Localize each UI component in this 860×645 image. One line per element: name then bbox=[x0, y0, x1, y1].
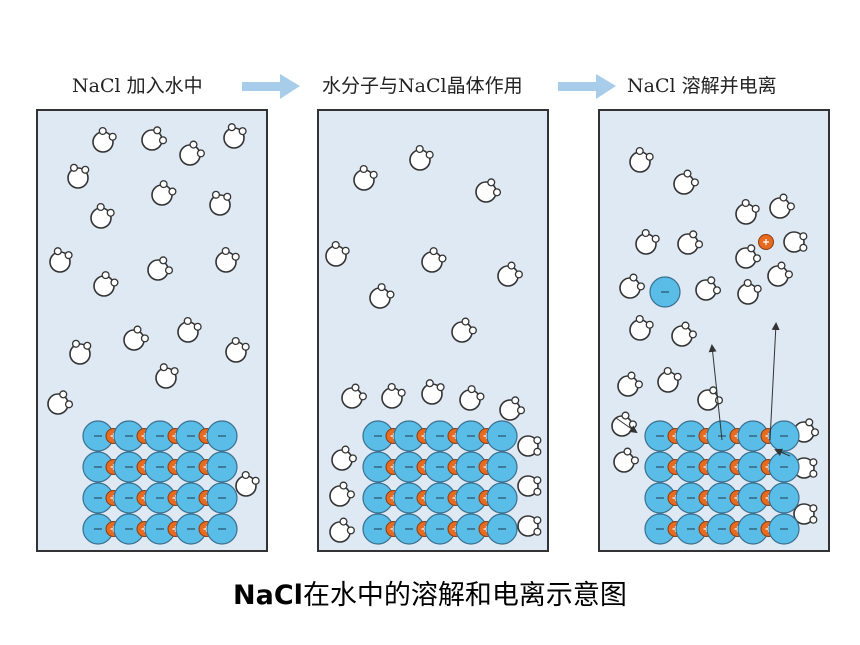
water-molecule-icon bbox=[695, 276, 722, 301]
water-molecule-icon bbox=[421, 379, 445, 405]
flow-arrow-1 bbox=[242, 74, 300, 99]
water-molecule-icon bbox=[697, 386, 724, 411]
caption-formula: NaCl bbox=[233, 580, 303, 611]
water-molecule-icon bbox=[409, 144, 434, 171]
water-molecule-icon bbox=[767, 261, 793, 287]
water-molecule-icon bbox=[369, 283, 395, 309]
chloride-ion-icon bbox=[737, 420, 769, 452]
chloride-ion-icon bbox=[82, 482, 114, 514]
water-molecule-icon bbox=[629, 314, 654, 341]
chloride-ion-icon bbox=[424, 482, 456, 514]
water-molecule-icon bbox=[737, 278, 762, 305]
water-molecule-icon bbox=[325, 240, 350, 267]
water-molecule-icon bbox=[179, 140, 205, 166]
water-molecule-icon bbox=[735, 198, 760, 225]
water-molecule-icon bbox=[677, 230, 704, 255]
water-molecule-icon bbox=[613, 447, 639, 473]
water-molecule-icon bbox=[67, 163, 90, 189]
chloride-ion-icon bbox=[768, 451, 800, 483]
water-molecule-icon bbox=[331, 445, 357, 471]
water-molecule-icon bbox=[611, 411, 637, 437]
water-molecule-icon bbox=[49, 247, 73, 273]
water-molecule-icon bbox=[209, 190, 232, 216]
water-molecule-icon bbox=[783, 231, 808, 253]
water-molecule-icon bbox=[793, 418, 820, 443]
water-molecule-icon bbox=[735, 244, 762, 269]
chloride-ion-icon bbox=[486, 513, 518, 545]
water-molecule-icon bbox=[215, 246, 240, 273]
water-molecule-icon bbox=[793, 503, 818, 525]
water-molecule-icon bbox=[421, 247, 447, 273]
diagram-caption: NaCl在水中的溶解和电离示意图 bbox=[0, 573, 860, 612]
step-label-3: NaCl 溶解并电离 bbox=[627, 75, 777, 97]
particle-layer bbox=[47, 123, 820, 545]
water-molecule-icon bbox=[90, 202, 115, 229]
water-molecule-icon bbox=[517, 475, 542, 497]
chloride-ion-icon bbox=[486, 482, 518, 514]
water-molecule-icon bbox=[657, 366, 682, 393]
movement-arrow bbox=[708, 344, 723, 441]
step-label-2: 水分子与NaCl晶体作用 bbox=[322, 75, 523, 97]
water-molecule-icon bbox=[517, 435, 542, 457]
water-molecule-icon bbox=[499, 396, 526, 421]
sodium-ion-icon bbox=[758, 234, 774, 250]
chloride-ion-icon bbox=[206, 451, 238, 483]
water-molecule-icon bbox=[459, 385, 485, 411]
nacl-dissolution-diagram: NaCl 加入水中 水分子与NaCl晶体作用 NaCl 溶解并电离 bbox=[36, 74, 830, 552]
water-molecule-icon bbox=[517, 515, 542, 537]
chloride-ion-icon bbox=[706, 482, 738, 514]
water-molecule-icon bbox=[671, 321, 697, 347]
chloride-ion-icon bbox=[768, 513, 800, 545]
water-molecule-icon bbox=[475, 178, 502, 203]
water-molecule-icon bbox=[147, 256, 174, 281]
chloride-ion-icon bbox=[206, 482, 238, 514]
chloride-ion-icon bbox=[768, 420, 800, 452]
water-molecule-icon bbox=[635, 228, 660, 255]
water-molecule-icon bbox=[497, 261, 523, 287]
water-molecule-icon bbox=[629, 146, 654, 173]
water-molecule-icon bbox=[341, 383, 367, 409]
water-molecule-icon bbox=[123, 325, 149, 351]
water-molecule-icon bbox=[673, 169, 699, 195]
step-label-1: NaCl 加入水中 bbox=[72, 75, 203, 97]
chloride-ion-icon bbox=[486, 451, 518, 483]
water-molecule-icon bbox=[353, 164, 378, 191]
water-molecule-icon bbox=[69, 339, 92, 365]
chloride-ion-icon bbox=[737, 513, 769, 545]
caption-text: 在水中的溶解和电离示意图 bbox=[302, 580, 627, 611]
movement-arrow bbox=[769, 322, 780, 441]
water-molecule-icon bbox=[155, 363, 179, 389]
water-molecule-icon bbox=[619, 273, 645, 299]
water-molecule-icon bbox=[235, 470, 260, 497]
chloride-ion-icon bbox=[113, 482, 145, 514]
water-molecule-icon bbox=[223, 123, 247, 149]
water-molecule-icon bbox=[141, 126, 168, 151]
chloride-ion-icon bbox=[768, 482, 800, 514]
movement-arrow bbox=[774, 448, 791, 457]
movement-arrow bbox=[615, 417, 638, 434]
chloride-ion-icon bbox=[206, 420, 238, 452]
water-molecule-icon bbox=[329, 481, 355, 507]
chloride-ion-icon bbox=[206, 513, 238, 545]
water-molecule-icon bbox=[617, 371, 643, 397]
flow-arrow-2 bbox=[558, 74, 616, 99]
water-molecule-icon bbox=[329, 517, 355, 543]
chloride-ion-icon bbox=[486, 420, 518, 452]
chloride-ion-icon bbox=[737, 451, 769, 483]
chloride-ion-icon bbox=[362, 513, 394, 545]
water-molecule-icon bbox=[225, 336, 250, 363]
water-molecule-icon bbox=[47, 390, 74, 415]
water-molecule-icon bbox=[381, 382, 406, 409]
water-molecule-icon bbox=[769, 193, 795, 219]
water-molecule-icon bbox=[151, 180, 177, 206]
water-molecule-icon bbox=[93, 271, 119, 297]
water-molecule-icon bbox=[451, 317, 477, 343]
chloride-ion-icon bbox=[649, 276, 681, 308]
water-molecule-icon bbox=[177, 316, 202, 343]
water-molecule-icon bbox=[92, 126, 117, 153]
